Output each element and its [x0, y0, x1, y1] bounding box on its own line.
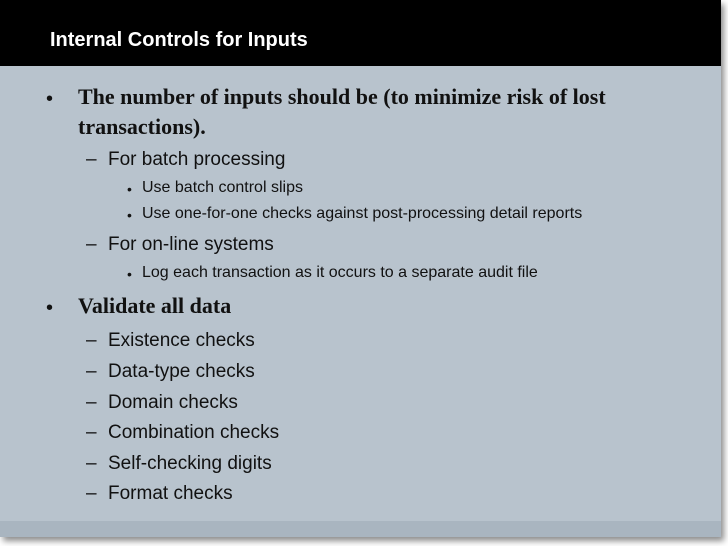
dash-marker-icon: – [86, 361, 97, 382]
dash-marker-icon: – [86, 234, 97, 255]
sub-bullet-domain: Domain checks [108, 392, 238, 413]
bullet-1-text: The number of inputs should be (to minim… [78, 84, 606, 139]
dash-marker-icon: – [86, 453, 97, 474]
slide-title: Internal Controls for Inputs [50, 29, 308, 51]
sub-bullet-online: For on-line systems [108, 234, 274, 255]
sub-bullet-self-checking: Self-checking digits [108, 453, 272, 474]
slide: Internal Controls for Inputs • The numbe… [0, 0, 721, 537]
sub-sub-bullet-log: Log each transaction as it occurs to a s… [142, 264, 538, 281]
sub-bullet-data-type: Data-type checks [108, 361, 255, 382]
bullet-marker-icon: • [46, 88, 54, 110]
dash-marker-icon: – [86, 149, 97, 170]
title-band [42, 20, 379, 66]
sub-bullet-batch: For batch processing [108, 149, 286, 170]
sub-bullet-existence: Existence checks [108, 330, 255, 351]
bottom-strip [0, 521, 721, 537]
bullet-marker-icon: • [46, 297, 54, 319]
bullet-marker-icon: • [127, 181, 132, 197]
sub-bullet-format: Format checks [108, 483, 233, 504]
bullet-marker-icon: • [127, 207, 132, 223]
dash-marker-icon: – [86, 330, 97, 351]
dash-marker-icon: – [86, 392, 97, 413]
sub-bullet-combination: Combination checks [108, 422, 280, 443]
sub-sub-bullet-one-for-one: Use one-for-one checks against post-proc… [142, 205, 583, 222]
bullet-marker-icon: • [127, 266, 132, 282]
dash-marker-icon: – [86, 422, 97, 443]
sub-sub-bullet-batch-slips: Use batch control slips [142, 179, 303, 196]
bullet-2-text: Validate all data [78, 293, 232, 318]
slide-content: • The number of inputs should be (to min… [46, 84, 606, 504]
dash-marker-icon: – [86, 483, 97, 504]
